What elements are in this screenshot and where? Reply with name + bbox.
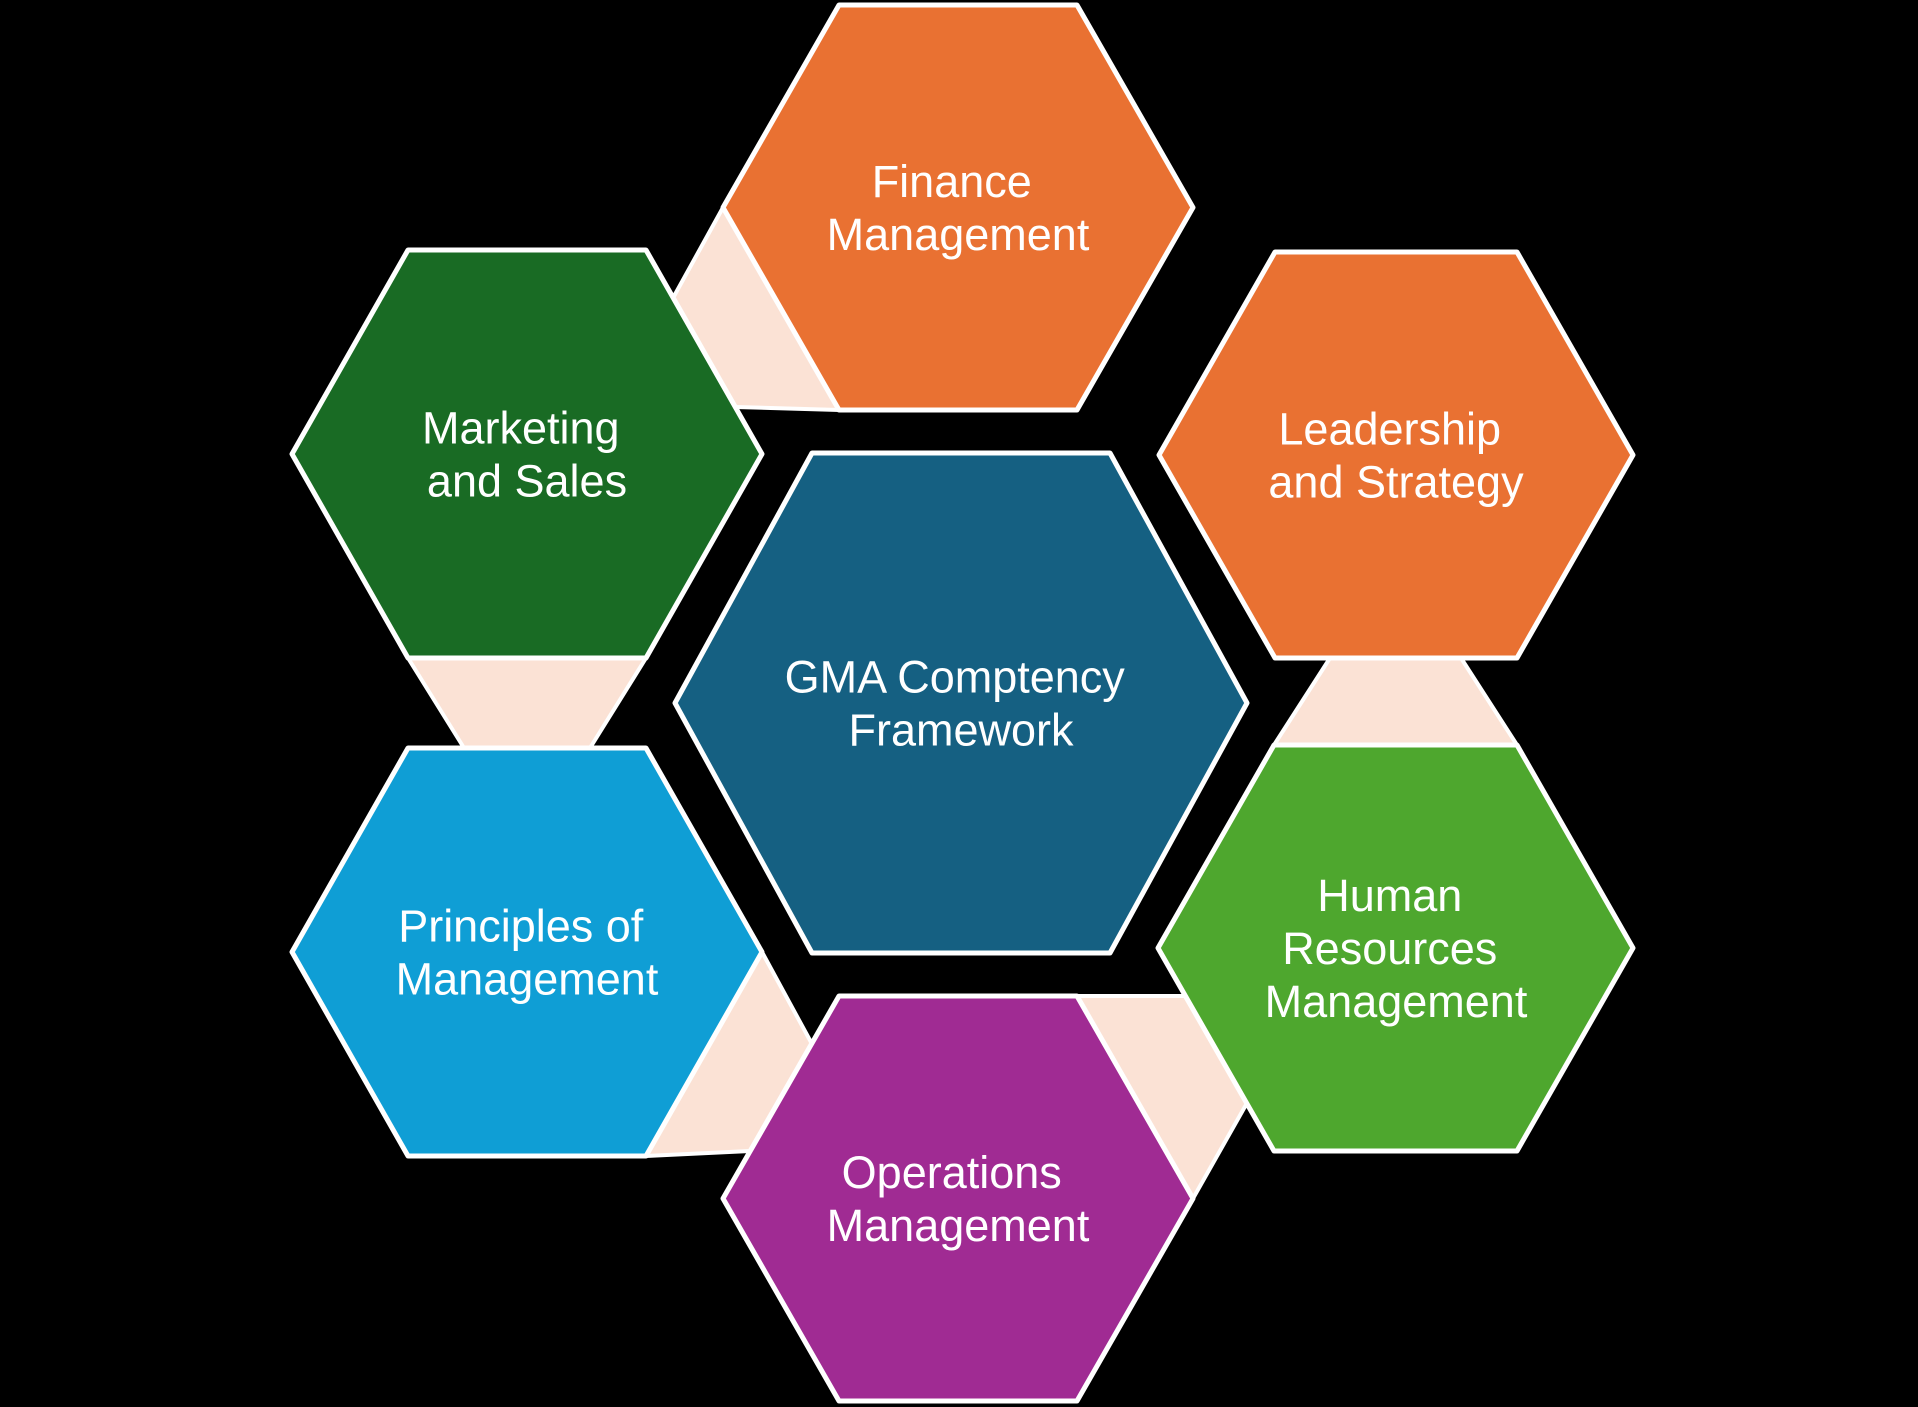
hexagon-group (289, 2, 1636, 1404)
human-resources-management-label: Human Resources Management (1265, 870, 1528, 1027)
marketing-and-sales-hexagon (289, 247, 765, 661)
operations-management-label: Operations Management (827, 1147, 1090, 1251)
label-group: Finance Management Leadership and Strate… (396, 156, 1528, 1251)
principles-of-management-hexagon (289, 745, 765, 1159)
connector-marketing-to-principles (406, 656, 648, 750)
principles-of-management-label: Principles of Management (396, 901, 659, 1005)
leadership-and-strategy-hexagon (1156, 249, 1636, 661)
finance-management-label: Finance Management (827, 156, 1090, 260)
center-framework-label: GMA Comptency Framework (785, 652, 1138, 756)
finance-management-hexagon (720, 2, 1196, 413)
leadership-and-strategy-label: Leadership and Strategy (1268, 404, 1524, 508)
connector-group (406, 205, 1519, 1201)
marketing-and-sales-label: Marketing and Sales (422, 403, 632, 507)
operations-management-hexagon (720, 993, 1196, 1404)
center-framework-hexagon (672, 450, 1250, 956)
connector-human-resources-to-leadership (1272, 656, 1519, 747)
human-resources-management-hexagon (1155, 742, 1636, 1154)
